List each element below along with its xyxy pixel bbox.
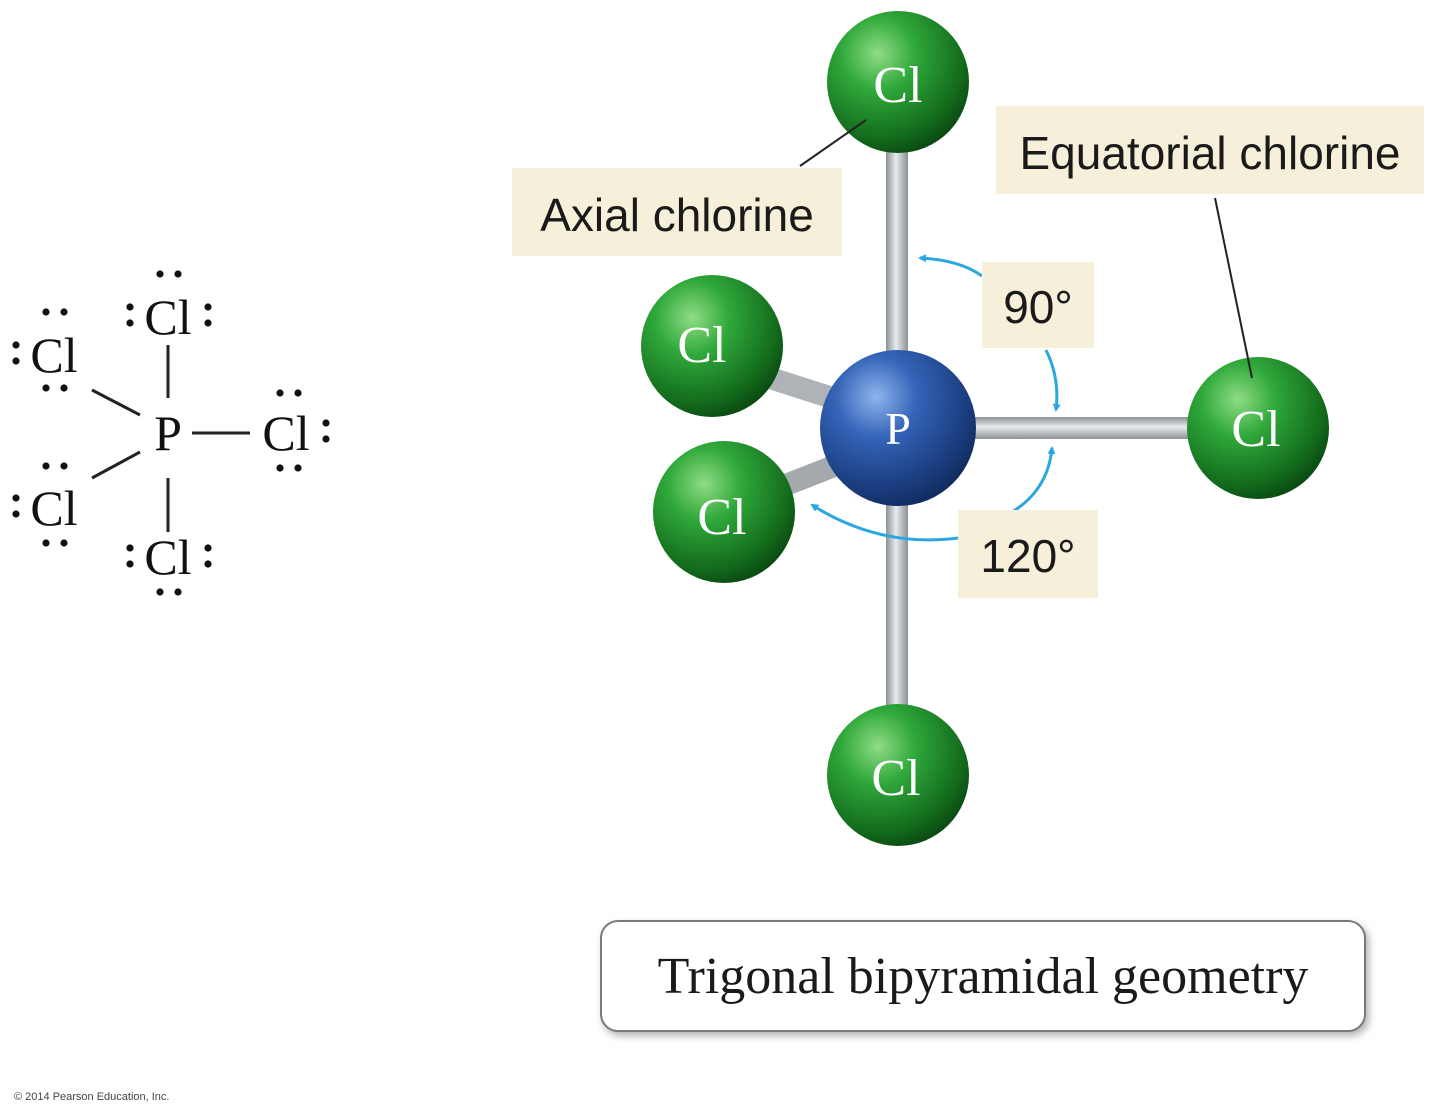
atom-label: P [885, 403, 911, 454]
lone-pairs-lower-left [12, 462, 68, 547]
lewis-cl-top: Cl [144, 289, 191, 345]
atom-label: Cl [1231, 401, 1280, 458]
leader-line-equatorial [1214, 197, 1253, 379]
atom-label: Cl [677, 317, 726, 374]
cl-atom-axial-bottom: Cl [827, 704, 969, 846]
lewis-cl-right: Cl [262, 405, 309, 461]
lone-pairs-bottom [126, 544, 212, 596]
atom-label: Cl [697, 489, 746, 546]
equatorial-chlorine-label: Equatorial chlorine [996, 106, 1424, 194]
axial-chlorine-text: Axial chlorine [540, 189, 814, 241]
angle-90-text: 90° [1003, 281, 1073, 333]
lewis-bond-upper-left [91, 388, 141, 417]
angle-120-text: 120° [980, 530, 1075, 582]
arrow-90-degree [918, 254, 983, 278]
arrow-90-to-equatorial [1044, 349, 1061, 412]
bond-axial-bottom [886, 470, 908, 720]
atom-label: Cl [873, 57, 922, 114]
lewis-cl-upper-left: Cl [30, 327, 77, 383]
lewis-structure: P Cl Cl Cl Cl Cl [12, 270, 330, 596]
caption-text: Trigonal bipyramidal geometry [657, 947, 1309, 1005]
ball-stick-model: Cl Cl Cl Cl P Cl [512, 11, 1424, 846]
lewis-bond-lower-left [91, 450, 141, 480]
lewis-center-atom: P [154, 405, 182, 461]
caption-box: Trigonal bipyramidal geometry [600, 920, 1366, 1032]
p-atom-center: P [820, 350, 976, 506]
lone-pairs-right [276, 389, 330, 472]
arrow-120-degree [810, 503, 959, 542]
lewis-cl-bottom: Cl [144, 529, 191, 585]
lewis-cl-lower-left: Cl [30, 480, 77, 536]
axial-chlorine-label: Axial chlorine [512, 168, 842, 256]
cl-atom-equatorial-back: Cl [641, 275, 783, 417]
bond-equatorial-right [950, 417, 1200, 439]
cl-atom-equatorial-front: Cl [653, 441, 795, 583]
equatorial-chlorine-text: Equatorial chlorine [1019, 127, 1400, 179]
lone-pairs-upper-left [12, 308, 68, 392]
cl-atom-equatorial-right: Cl [1187, 357, 1329, 499]
copyright-notice: © 2014 Pearson Education, Inc. [14, 1091, 170, 1103]
arrow-120-to-equatorial [1011, 446, 1056, 514]
cl-atom-axial-top: Cl [827, 11, 969, 153]
lone-pairs-top [126, 270, 212, 327]
bond-axial-top [886, 140, 908, 380]
angle-90-label: 90° [982, 262, 1094, 348]
angle-120-label: 120° [958, 510, 1098, 598]
leader-line-axial [799, 119, 867, 167]
atom-label: Cl [871, 750, 920, 807]
